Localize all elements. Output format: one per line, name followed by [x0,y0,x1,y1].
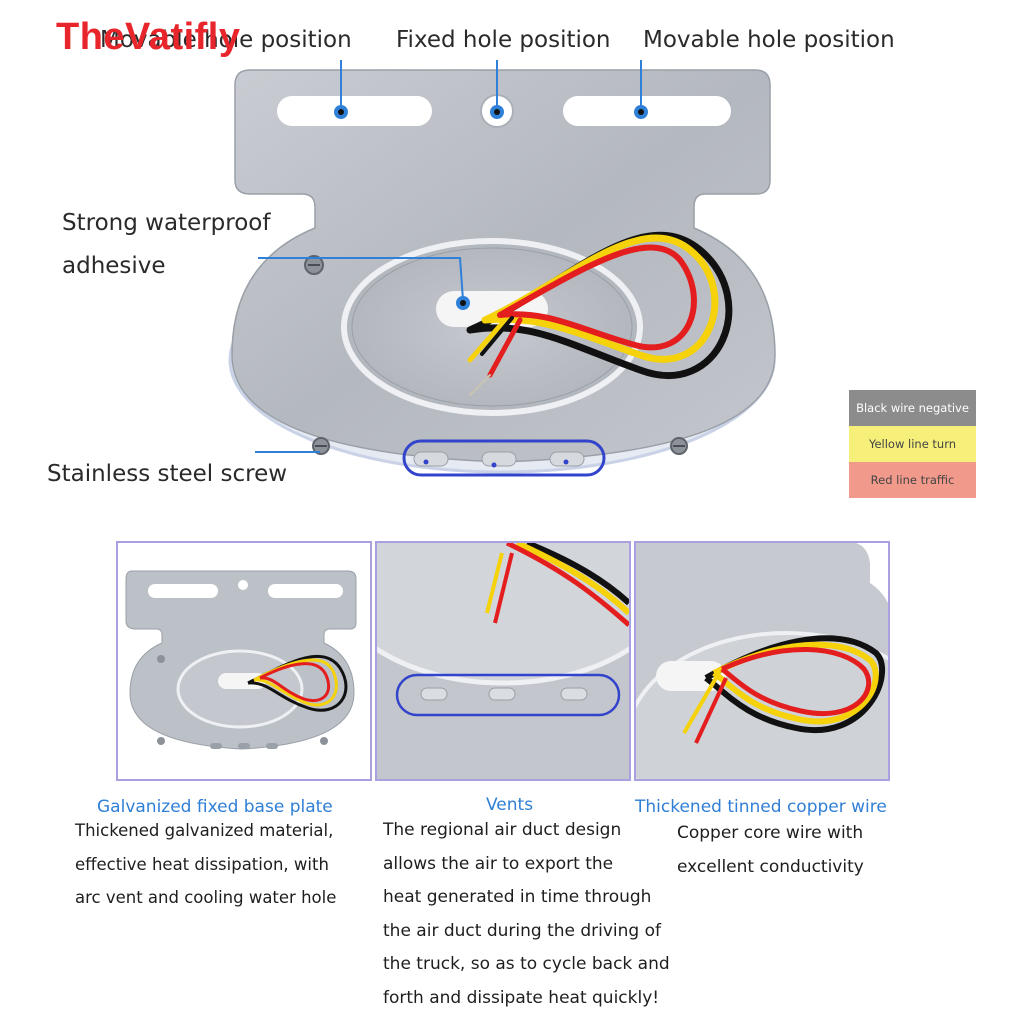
callout-lines [255,60,642,453]
feature-title-vents: Vents [486,795,534,815]
panel-base-plate [116,541,372,781]
feature-title-copper-wire: Thickened tinned copper wire [635,797,887,817]
feature-desc-vents: The regional air duct design allows the … [383,820,670,1008]
wire-legend: Black wire negative Yellow line turn Red… [849,390,976,498]
feature-title-base-plate: Galvanized fixed base plate [97,797,333,817]
callout-movable-hole-left: Movable hole position [100,27,352,53]
panel-copper-wire [634,541,890,781]
panel-vents [375,541,631,781]
feature-desc-copper-wire: Copper core wire with excellent conducti… [677,823,864,877]
legend-red-wire: Red line traffic [849,462,976,498]
brand-watermark: TheVatifly [56,16,241,58]
legend-black-wire: Black wire negative [849,390,976,426]
main-plate-illustration [228,60,776,477]
feature-desc-base-plate: Thickened galvanized material, effective… [75,821,337,907]
callout-fixed-hole: Fixed hole position [396,27,611,53]
legend-yellow-wire: Yellow line turn [849,426,976,462]
callout-movable-hole-right: Movable hole position [643,27,895,53]
vent-group [402,439,606,477]
slot-left [277,96,432,126]
copper-wire-thumbnail [636,543,888,779]
callout-screw: Stainless steel screw [47,461,288,487]
callout-waterproof-line1: Strong waterproof [62,210,271,236]
callout-waterproof-line2: adhesive [62,253,166,279]
vents-thumbnail [377,543,629,779]
wire-bundle [466,231,733,396]
base-plate-thumbnail [125,570,357,750]
